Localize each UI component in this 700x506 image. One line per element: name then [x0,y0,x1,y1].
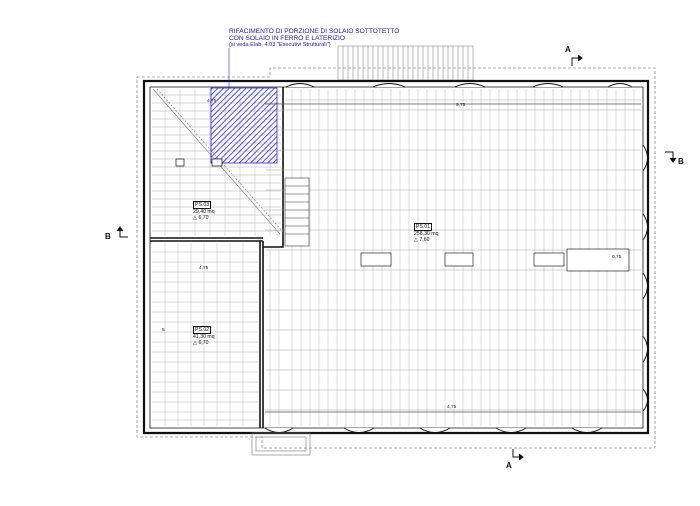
interior-walls [150,87,284,428]
section-label-a-bottom: A [506,461,512,470]
section-label-a-top: A [565,45,571,54]
room-elevation-value: 7,60 [419,237,430,244]
dimension-label: 9,75 [456,103,466,108]
joists-ps02-vertical [164,243,244,426]
slab-replacement-note: RIFACIMENTO DI PORZIONE DI SOLAIO SOTTOT… [229,28,399,49]
small-openings [175,158,223,167]
room-ps02-label: PS.02 41,30 mq △ 6,70 [193,326,215,347]
room-code: PS.02 [193,326,212,335]
pilasters [360,248,630,272]
window-niches-right [642,144,648,412]
section-mark-a-top-icon [571,54,583,66]
dimension-label: 4,75 [207,99,217,104]
section-label-b-left: B [105,232,111,241]
dimension-label: 5 [162,328,165,333]
room-elevation: △ 7,60 [414,237,430,244]
dimension-label: 4,75 [199,266,209,271]
room-elevation: △ 6,70 [193,340,209,347]
dimension-label: 0,75 [612,255,622,260]
hatched-slab-area [210,87,278,164]
trusses-ps01 [265,103,641,413]
room-code: PS.03 [193,201,212,210]
property-boundary [136,67,656,449]
bottom-entrance [251,432,311,456]
section-mark-a-bottom-icon [512,449,524,461]
room-ps03-label: PS.03 29,40 mq △ 6,70 [193,201,215,222]
section-label-b-right: B [678,157,684,166]
note-line-2: CON SOLAIO IN FERRO E LATERIZIO [229,35,346,42]
room-area: 258,30 mq [414,231,439,238]
section-mark-b-right-icon [665,151,677,163]
internal-stair [284,177,310,247]
note-line-3: (si veda Elab. 4.03 "Esecutivi Struttura… [229,42,331,48]
room-elevation-value: 6,70 [198,340,209,347]
joists-ps01-horizontal [265,99,641,411]
dimension-label: 4,75 [447,405,457,410]
top-stair [337,45,474,81]
room-code: PS.01 [414,223,433,232]
room-elevation-value: 6,70 [198,215,209,222]
room-area: 41,30 mq [193,334,215,341]
window-niches-bottom [264,427,603,433]
note-line-1: RIFACIMENTO DI PORZIONE DI SOLAIO SOTTOT… [229,28,400,35]
section-mark-b-left-icon [116,226,128,238]
building-walls [142,79,650,435]
room-area: 29,40 mq [193,209,215,216]
room-elevation: △ 6,70 [193,215,209,222]
window-niches-top [285,83,633,88]
room-ps01-label: PS.01 258,30 mq △ 7,60 [414,223,439,244]
